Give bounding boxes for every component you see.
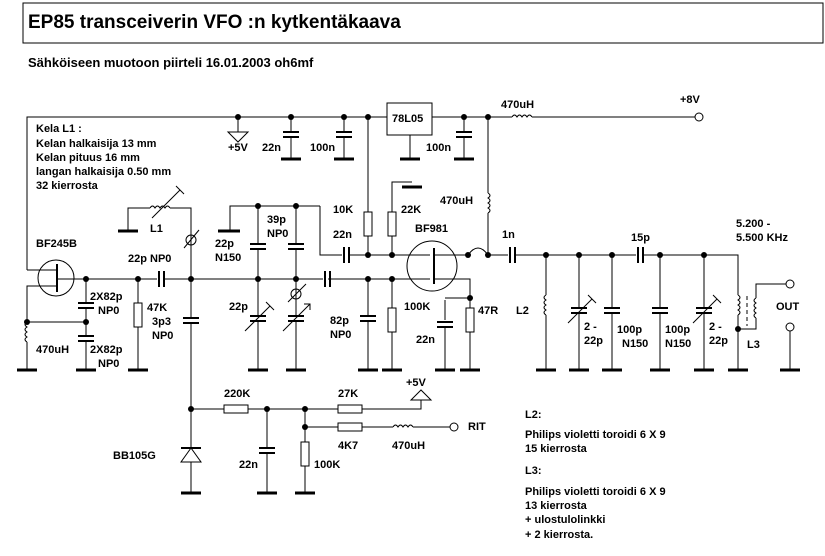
- label-out: OUT: [776, 301, 800, 313]
- note-line: Kela L1 :: [36, 123, 82, 135]
- l1-notes: Kela L1 : Kelan halkaisija 13 mm Kelan p…: [36, 123, 171, 192]
- top-rail: [26, 102, 704, 270]
- label-rit[interactable]: RIT: [468, 421, 486, 433]
- label-c2x82p: 2X82p: [90, 344, 123, 356]
- label-c100p: 100p: [617, 324, 642, 336]
- tank-caps: [218, 203, 320, 372]
- label-c22n: 22n: [333, 229, 352, 241]
- drain-choke: [487, 117, 491, 255]
- label-c3p3: NP0: [152, 330, 173, 342]
- label-c15p: 15p: [631, 232, 650, 244]
- label-r100k: 100K: [404, 301, 430, 313]
- label-c82p: NP0: [330, 329, 351, 341]
- label-c100p: 100p: [665, 324, 690, 336]
- out-terminal: [785, 279, 795, 289]
- label-trimmer: 22p: [584, 335, 603, 347]
- subtitle: Sähköiseen muotoon piirteli 16.01.2003 o…: [28, 55, 314, 70]
- label-c22n: 22n: [262, 142, 281, 154]
- label-inductor: 470uH: [501, 99, 534, 111]
- label-r4k7: 4K7: [338, 440, 358, 452]
- label-inductor: 470uH: [392, 440, 425, 452]
- label-r220k: 220K: [224, 388, 250, 400]
- label-c100p: N150: [622, 338, 648, 350]
- note-line: Kelan halkaisija 13 mm: [36, 138, 157, 150]
- note-line: 32 kierrosta: [36, 180, 99, 192]
- label-trimmer: 22p: [709, 335, 728, 347]
- out-ground-terminal: [785, 322, 795, 332]
- note-title: L2:: [525, 409, 542, 421]
- label-c2x82p: NP0: [98, 358, 119, 370]
- note-line: langan halkaisija 0.50 mm: [36, 166, 171, 178]
- label-c3p3: 3p3: [152, 316, 171, 328]
- label-r22k: 22K: [401, 204, 421, 216]
- label-r47k: 47K: [147, 302, 167, 314]
- label-c22n: 22n: [239, 459, 258, 471]
- l1-coil: [118, 185, 200, 279]
- label-bf981: BF981: [415, 223, 448, 235]
- label-c22n: 22n: [416, 334, 435, 346]
- label-c22p: 22p: [215, 238, 234, 250]
- label-c100n: 100n: [310, 142, 335, 154]
- plus8v-terminal: [694, 112, 704, 122]
- label-plus5v: +5V: [406, 377, 427, 389]
- label-bb105g: BB105G: [113, 450, 156, 462]
- label-c1n: 1n: [502, 229, 515, 241]
- note-line: Philips violetti toroidi 6 X 9: [525, 486, 666, 498]
- label-r27k: 27K: [338, 388, 358, 400]
- rit-network: [191, 389, 459, 495]
- label-frequency: 5.200 -: [736, 218, 771, 230]
- label-r47r: 47R: [478, 305, 498, 317]
- label-c2x82p: 2X82p: [90, 291, 123, 303]
- label-r100k: 100K: [314, 459, 340, 471]
- label-inductor: 470uH: [36, 344, 69, 356]
- label-c100n: 100n: [426, 142, 451, 154]
- label-c39p: NP0: [267, 228, 288, 240]
- gate1-network: [328, 276, 420, 372]
- label-c22p: 22p NP0: [128, 253, 171, 265]
- output-filter: [488, 247, 800, 372]
- title: EP85 transceiverin VFO :n kytkentäkaava: [28, 12, 401, 33]
- note-line: + 2 kierrosta.: [525, 529, 593, 541]
- bf981-transistor: [406, 240, 491, 298]
- label-c39p: 39p: [267, 214, 286, 226]
- label-plus8v: +8V: [680, 94, 701, 106]
- l2-l3-notes: L2: Philips violetti toroidi 6 X 9 15 ki…: [525, 409, 666, 541]
- label-c2x82p: NP0: [98, 305, 119, 317]
- label-trimmer: 2 -: [584, 321, 597, 333]
- note-line: Philips violetti toroidi 6 X 9: [525, 429, 666, 441]
- title-frame: [22, 2, 824, 44]
- label-r10k: 10K: [333, 204, 353, 216]
- source-network: [435, 295, 480, 372]
- label-inductor: 470uH: [440, 195, 473, 207]
- label-l3: L3: [747, 339, 760, 351]
- note-line: + ulostulolinkki: [525, 514, 605, 526]
- label-bf245b: BF245B: [36, 238, 77, 250]
- gate2-bias: [319, 117, 422, 263]
- label-l1: L1: [150, 223, 163, 235]
- label-c82p: 82p: [330, 315, 349, 327]
- label-plus5v: +5V: [228, 142, 249, 154]
- note-line: 13 kierrosta: [525, 500, 588, 512]
- label-regulator: 78L05: [392, 113, 423, 125]
- label-c22p: N150: [215, 252, 241, 264]
- note-line: 15 kierrosta: [525, 443, 588, 455]
- label-l2: L2: [516, 305, 529, 317]
- label-c22p: 22p: [229, 301, 248, 313]
- label-c100p: N150: [665, 338, 691, 350]
- note-title: L3:: [525, 465, 542, 477]
- label-trimmer: 2 -: [709, 321, 722, 333]
- tank-line: [82, 271, 331, 287]
- varicap-branch: [180, 279, 202, 495]
- note-line: Kelan pituus 16 mm: [36, 152, 140, 164]
- label-frequency: 5.500 KHz: [736, 232, 788, 244]
- bf245b-transistor: [17, 259, 148, 372]
